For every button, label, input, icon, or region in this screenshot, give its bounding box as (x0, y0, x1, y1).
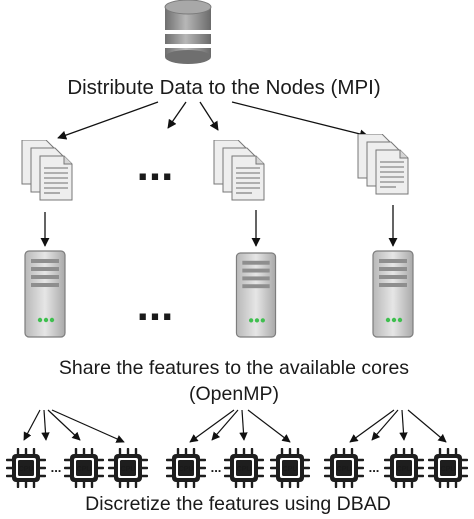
cpu-chip-icon: CPU (384, 448, 424, 488)
cpu-chip-label: CPU (397, 466, 412, 473)
cpu-chip-label: CPU (121, 466, 136, 473)
cpu-group-2: CPU ... CPU CPU (166, 448, 310, 488)
cpu-chip-icon: CPU (324, 448, 364, 488)
node-arrows (40, 205, 398, 247)
cpu-chip-icon: CPU (108, 448, 148, 488)
openmp-label: (OpenMP) (189, 383, 279, 405)
cpu-chip-icon: CPU (224, 448, 264, 488)
cpu-chip-icon: CPU (6, 448, 46, 488)
ellipsis-documents: ... (137, 141, 174, 190)
server-icon (372, 250, 414, 338)
ellipsis-servers: ... (137, 281, 174, 330)
database-icon (164, 0, 212, 64)
cpu-chip-icon: CPU (64, 448, 104, 488)
mpi-arrows (57, 101, 369, 140)
cpu-ellipsis: ... (369, 460, 380, 475)
server-icon (24, 250, 66, 338)
cpu-chip-label: CPU (441, 466, 456, 473)
cpu-chip-label: CPU (19, 466, 34, 473)
core-arrows-group-1 (23, 409, 125, 443)
core-arrows-group-3 (349, 409, 447, 443)
cpu-chip-label: CPU (283, 466, 298, 473)
cpu-chip-label: CPU (237, 466, 252, 473)
documents-icon (213, 140, 265, 201)
cpu-ellipsis: ... (51, 460, 62, 475)
server-icon (235, 252, 277, 338)
cpu-chip-icon: CPU (270, 448, 310, 488)
cpu-group-1: CPU ... CPU CPU (6, 448, 148, 488)
cpu-chip-label: CPU (179, 466, 194, 473)
discretize-label: Discretize the features using DBAD (85, 493, 391, 515)
documents-icon (357, 134, 409, 195)
cpu-chip-label: CPU (77, 466, 92, 473)
documents-icon (21, 140, 73, 201)
cpu-chip-icon: CPU (166, 448, 206, 488)
cpu-ellipsis: ... (211, 460, 222, 475)
cpu-group-3: CPU ... CPU CPU (324, 448, 468, 488)
cpu-chip-label: CPU (337, 466, 352, 473)
core-arrows-group-2 (189, 409, 291, 443)
cpu-chip-icon: CPU (428, 448, 468, 488)
share-label: Share the features to the available core… (59, 357, 409, 379)
distribute-label: Distribute Data to the Nodes (MPI) (67, 76, 380, 99)
